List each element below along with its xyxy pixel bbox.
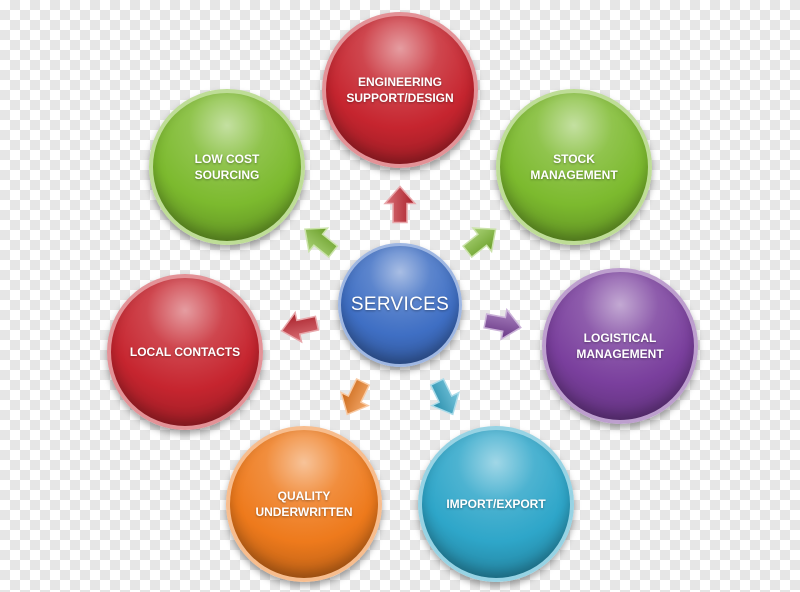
arrow-low-cost xyxy=(304,227,339,259)
node-quality: QUALITY UNDERWRITTEN xyxy=(226,426,382,582)
node-local-contacts: LOCAL CONTACTS xyxy=(107,274,263,430)
node-stock-label: STOCK MANAGEMENT xyxy=(530,151,618,182)
node-import-export-label: IMPORT/EXPORT xyxy=(446,496,546,511)
arrow-local-contacts xyxy=(280,310,320,344)
node-quality-label: QUALITY UNDERWRITTEN xyxy=(255,488,353,519)
arrow-logistical xyxy=(483,307,522,341)
node-import-export: IMPORT/EXPORT xyxy=(418,426,574,582)
arrow-stock xyxy=(461,227,497,259)
node-stock: STOCK MANAGEMENT xyxy=(496,89,652,245)
node-engineering: ENGINEERING SUPPORT/DESIGN xyxy=(322,12,478,168)
node-low-cost-label: LOW COST SOURCING xyxy=(194,151,260,182)
hub-services-circle: SERVICES xyxy=(338,243,462,367)
node-logistical-label: LOGISTICAL MANAGEMENT xyxy=(576,330,664,361)
node-logistical: LOGISTICAL MANAGEMENT xyxy=(542,268,698,424)
node-engineering-label: ENGINEERING SUPPORT/DESIGN xyxy=(346,74,454,105)
arrow-quality xyxy=(339,377,371,416)
node-low-cost: LOW COST SOURCING xyxy=(149,89,305,245)
hub-label: SERVICES xyxy=(350,294,450,316)
arrow-import-export xyxy=(429,377,461,416)
arrow-engineering xyxy=(383,185,417,224)
node-local-contacts-label: LOCAL CONTACTS xyxy=(129,344,241,359)
